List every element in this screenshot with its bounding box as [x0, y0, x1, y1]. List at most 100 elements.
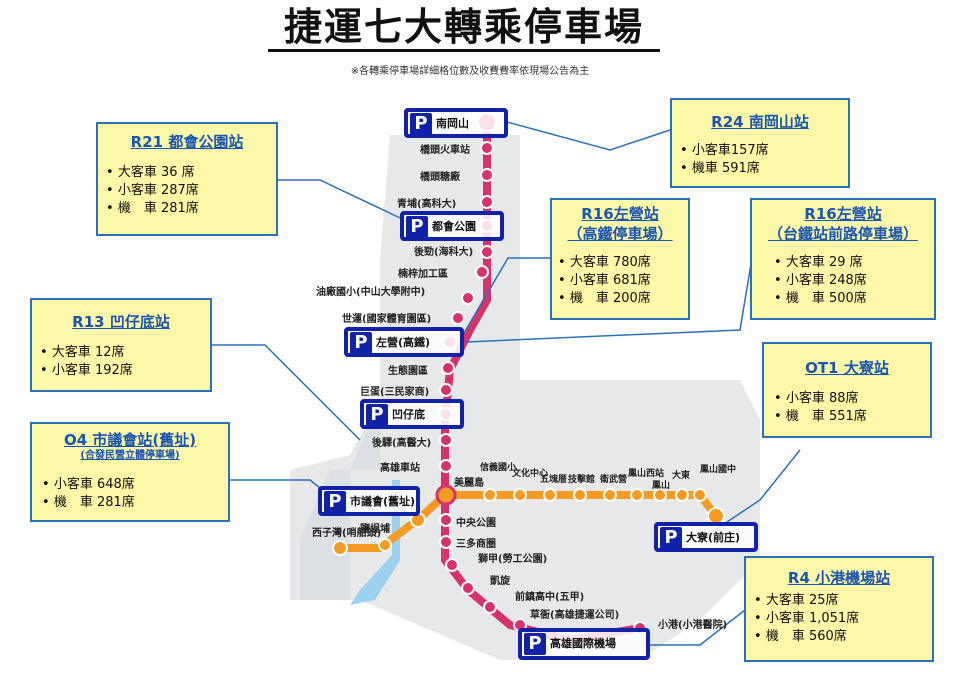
station-label-o11: 鳳山西站 [628, 469, 665, 479]
station-label-o7: 文化中心 [512, 469, 549, 479]
station-o5-r10 [435, 484, 457, 506]
parking-badge-r13[interactable]: P 凹仔底 [360, 399, 464, 429]
leader-r24 [506, 121, 671, 151]
parking-badge-ot1[interactable]: P 大寮(前庄) [654, 522, 758, 552]
station-label-o13: 大東 [672, 471, 691, 481]
station-r14 [439, 383, 453, 397]
station-label-r20: 後勁(海科大) [414, 247, 474, 258]
info-item: 機 車 200席 [558, 290, 688, 308]
station-label-r18: 油廠國小(中山大學附中) [316, 287, 426, 298]
station-label-r19: 楠梓加工區 [398, 269, 448, 280]
station-r12 [439, 433, 453, 447]
parking-badge-label: 南岡山 [436, 117, 469, 130]
station-label-r22: 青埔(高科大) [397, 199, 457, 210]
info-item: 小客車 192席 [40, 362, 210, 380]
info-item: 小客車 681席 [558, 272, 688, 290]
info-item: 小客車 248席 [774, 272, 934, 290]
parking-icon: P [660, 527, 682, 549]
leader-r16a [459, 257, 550, 341]
station-label-r7: 獅甲(勞工公園) [478, 554, 548, 565]
station-label-o1: 西子灣(哨船頭) [312, 528, 382, 539]
parking-badge-r21[interactable]: P 都會公園 [400, 211, 504, 241]
station-label-o8: 五塊厝 [540, 475, 568, 485]
station-label-r8: 三多商圈 [456, 539, 496, 550]
info-item: 小客車 648席 [42, 476, 228, 494]
info-box-title: R4 小港機場站 [787, 569, 891, 587]
station-o9 [573, 488, 587, 502]
station-label-r22a: 橋頭糖廠 [420, 172, 460, 183]
station-r11 [439, 459, 453, 473]
info-box-title: O4 市議會站(舊址) [63, 431, 197, 449]
parking-icon: P [406, 216, 428, 238]
info-box-subtitle: （高鐵停車場） [567, 225, 673, 243]
info-box-title: R13 凹仔底站 [72, 313, 170, 331]
station-label-r9: 中央公園 [456, 518, 496, 529]
info-item: 小客車157席 [680, 142, 848, 160]
info-box-r24: R24 南岡山站 小客車157席 機車 591席 [670, 98, 850, 188]
info-box-subtitle: (合發民營立體停車場) [80, 450, 180, 461]
parking-badge-r24[interactable]: P 南岡山 [404, 108, 508, 138]
info-item: 機 車 551席 [774, 408, 930, 426]
info-box-r4: R4 小港機場站 大客車 25席 小客車 1,051席 機 車 560席 [744, 556, 934, 662]
station-o2 [378, 538, 392, 552]
station-r5 [483, 600, 497, 614]
parking-badge-label: 都會公園 [432, 220, 476, 233]
title-underline [268, 49, 660, 52]
info-item: 大客車 29 席 [774, 254, 934, 272]
station-r22a [480, 168, 494, 182]
info-box-title: R24 南岡山站 [711, 113, 809, 131]
station-r20 [480, 245, 494, 259]
station-r6 [461, 581, 475, 595]
parking-icon: P [410, 113, 432, 135]
info-item: 大客車 12席 [40, 344, 210, 362]
station-label-o2: 鹽埕埔 [360, 524, 390, 535]
station-label-o14: 鳳山國中 [700, 465, 737, 475]
station-r15 [441, 361, 455, 375]
station-label-r11: 高雄車站 [380, 463, 420, 474]
station-o7 [513, 488, 527, 502]
info-item: 小客車 287席 [106, 182, 276, 200]
info-item: 大客車 780席 [558, 254, 688, 272]
info-item: 小客車 1,051席 [754, 610, 932, 628]
station-r9 [439, 513, 453, 527]
info-item: 機 車 500席 [774, 290, 934, 308]
info-box-r16a: R16左營站 （高鐵停車場） 大客車 780席 小客車 681席 機 車 200… [550, 198, 690, 320]
leader-r16b [465, 257, 753, 343]
station-label-o10: 衛武營 [600, 475, 628, 485]
station-label-r6: 凱旋 [490, 576, 510, 587]
station-o13 [675, 488, 689, 502]
parking-badge-label: 凹仔底 [392, 408, 425, 421]
station-label-o9: 技擊館 [568, 475, 596, 485]
info-box-r16b: R16左營站 （台鐵站前路停車場） 大客車 29 席 小客車 248席 機 車 … [750, 198, 936, 320]
info-item: 小客車 88席 [774, 390, 930, 408]
station-r7 [445, 558, 459, 572]
parking-icon: P [524, 633, 546, 655]
station-r23 [480, 141, 494, 155]
info-box-ot1: OT1 大寮站 小客車 88席 機 車 551席 [762, 342, 932, 438]
info-box-r21: R21 都會公園站 大客車 36 席 小客車 287席 機 車 281席 [96, 122, 278, 236]
info-item: 機 車 281席 [106, 200, 276, 218]
page-title: 捷運七大轉乘停車場 [283, 5, 644, 49]
station-o10 [603, 488, 617, 502]
station-o14 [693, 488, 707, 502]
parking-badge-r16[interactable]: P 左營(高鐵) [344, 327, 464, 357]
parking-badge-r4[interactable]: P 高雄國際機場 [518, 628, 650, 660]
parking-icon: P [324, 491, 346, 513]
info-item: 機車 591席 [680, 160, 848, 178]
station-r8 [439, 535, 453, 549]
parking-badge-o4[interactable]: P 市議會(舊址) [318, 486, 420, 516]
info-box-title: R16左營站 [581, 205, 659, 223]
station-label-r23: 橋頭火車站 [420, 145, 470, 156]
station-r18 [461, 291, 475, 305]
station-label-r17: 世運(國家體育園區) [342, 314, 432, 325]
leader-r4 [650, 609, 746, 646]
station-o11 [630, 488, 644, 502]
info-box-title: OT1 大寮站 [805, 359, 889, 377]
station-label-o5: 美麗島 [454, 478, 484, 489]
station-r17 [451, 311, 465, 325]
info-box-r13: R13 凹仔底站 大客車 12席 小客車 192席 [30, 298, 212, 392]
station-label-r3: 小港(小港醫院) [658, 620, 728, 631]
station-label-o6: 信義國小 [480, 463, 517, 473]
parking-badge-label: 高雄國際機場 [550, 637, 616, 650]
station-label-r12: 後驛(高醫大) [372, 438, 432, 449]
